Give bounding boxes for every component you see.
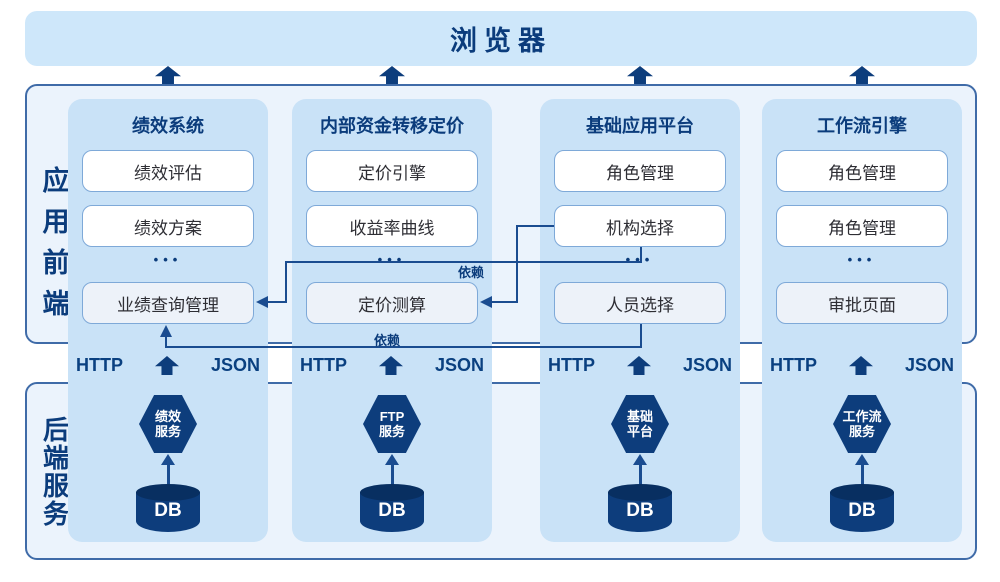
service-hexagon: FTP 服务 bbox=[363, 395, 421, 453]
service-name-line1: FTP bbox=[379, 409, 405, 424]
module-box: 审批页面 bbox=[776, 282, 948, 324]
json-label: JSON bbox=[210, 355, 260, 375]
http-label: HTTP bbox=[770, 355, 817, 375]
ellipsis-icon: ••• bbox=[625, 252, 655, 267]
db-cylinder-top bbox=[136, 484, 200, 501]
db-connector-line bbox=[167, 463, 170, 487]
up-arrowhead-icon bbox=[633, 454, 647, 465]
db-connector-line bbox=[861, 463, 864, 487]
db-cylinder-top bbox=[360, 484, 424, 501]
service-name-line1: 基础 bbox=[626, 409, 653, 424]
up-arrow-icon bbox=[849, 66, 875, 85]
service-name-line1: 绩效 bbox=[154, 409, 181, 424]
frontend-label: 应用前端 bbox=[42, 166, 70, 319]
column-performance-system: 绩效系统 绩效评估 绩效方案 ••• 业绩查询管理 HTTP JSON 绩效 服… bbox=[68, 99, 268, 542]
up-arrow-icon bbox=[155, 66, 181, 85]
up-arrowhead-icon bbox=[855, 454, 869, 465]
module-box: 角色管理 bbox=[554, 150, 726, 192]
browser-bar: 浏览器 bbox=[25, 11, 977, 66]
db-label: DB bbox=[626, 500, 654, 521]
protocol-row: HTTP JSON bbox=[770, 355, 954, 376]
module-box: 定价引擎 bbox=[306, 150, 478, 192]
column-workflow-engine: 工作流引擎 角色管理 角色管理 ••• 审批页面 HTTP JSON 工作流 服… bbox=[762, 99, 962, 542]
backend-label: 后端服务 bbox=[42, 415, 69, 529]
column-ftp-pricing: 内部资金转移定价 定价引擎 收益率曲线 ••• 定价测算 HTTP JSON F… bbox=[292, 99, 492, 542]
module-box: 人员选择 bbox=[554, 282, 726, 324]
service-hexagon: 基础 平台 bbox=[611, 395, 669, 453]
protocol-row: HTTP JSON bbox=[76, 355, 260, 376]
service-name-line2: 服务 bbox=[848, 424, 875, 439]
http-label: HTTP bbox=[76, 355, 123, 375]
dependency-label: 依赖 bbox=[373, 333, 400, 348]
db-label: DB bbox=[154, 500, 182, 521]
module-box: 收益率曲线 bbox=[306, 205, 478, 247]
module-box: 机构选择 bbox=[554, 205, 726, 247]
up-arrow-icon bbox=[848, 356, 873, 375]
up-arrow-icon bbox=[154, 356, 179, 375]
up-arrow-icon bbox=[379, 66, 405, 85]
dependency-label: 依赖 bbox=[457, 265, 484, 280]
db-cylinder-top bbox=[830, 484, 894, 501]
up-arrow-icon bbox=[626, 356, 651, 375]
column-base-platform: 基础应用平台 角色管理 机构选择 ••• 人员选择 HTTP JSON 基础 平… bbox=[540, 99, 740, 542]
service-name-line1: 工作流 bbox=[842, 409, 882, 424]
service-hexagon: 绩效 服务 bbox=[139, 395, 197, 453]
db-connector-line bbox=[391, 463, 394, 487]
db-label: DB bbox=[378, 500, 406, 521]
module-box: 绩效方案 bbox=[82, 205, 254, 247]
db-connector-line bbox=[639, 463, 642, 487]
protocol-row: HTTP JSON bbox=[548, 355, 732, 376]
db-cylinder-top bbox=[608, 484, 672, 501]
module-box: 业绩查询管理 bbox=[82, 282, 254, 324]
json-label: JSON bbox=[904, 355, 954, 375]
service-name-line2: 平台 bbox=[626, 424, 653, 439]
ellipsis-icon: ••• bbox=[847, 252, 877, 267]
module-box: 角色管理 bbox=[776, 205, 948, 247]
protocol-row: HTTP JSON bbox=[300, 355, 484, 376]
up-arrow-icon bbox=[378, 356, 403, 375]
column-title: 绩效系统 bbox=[132, 116, 204, 136]
ellipsis-icon: ••• bbox=[153, 252, 183, 267]
json-label: JSON bbox=[434, 355, 484, 375]
service-name-line2: 服务 bbox=[378, 424, 405, 439]
column-title: 内部资金转移定价 bbox=[320, 116, 464, 136]
module-box: 定价测算 bbox=[306, 282, 478, 324]
service-name-line2: 服务 bbox=[154, 424, 181, 439]
up-arrow-icon bbox=[627, 66, 653, 85]
db-label: DB bbox=[848, 500, 876, 521]
browser-title: 浏览器 bbox=[450, 26, 552, 56]
json-label: JSON bbox=[682, 355, 732, 375]
up-arrowhead-icon bbox=[161, 454, 175, 465]
column-title: 工作流引擎 bbox=[817, 116, 907, 136]
module-box: 角色管理 bbox=[776, 150, 948, 192]
http-label: HTTP bbox=[300, 355, 347, 375]
http-label: HTTP bbox=[548, 355, 595, 375]
column-title: 基础应用平台 bbox=[586, 116, 694, 136]
up-arrowhead-icon bbox=[385, 454, 399, 465]
service-hexagon: 工作流 服务 bbox=[833, 395, 891, 453]
module-box: 绩效评估 bbox=[82, 150, 254, 192]
